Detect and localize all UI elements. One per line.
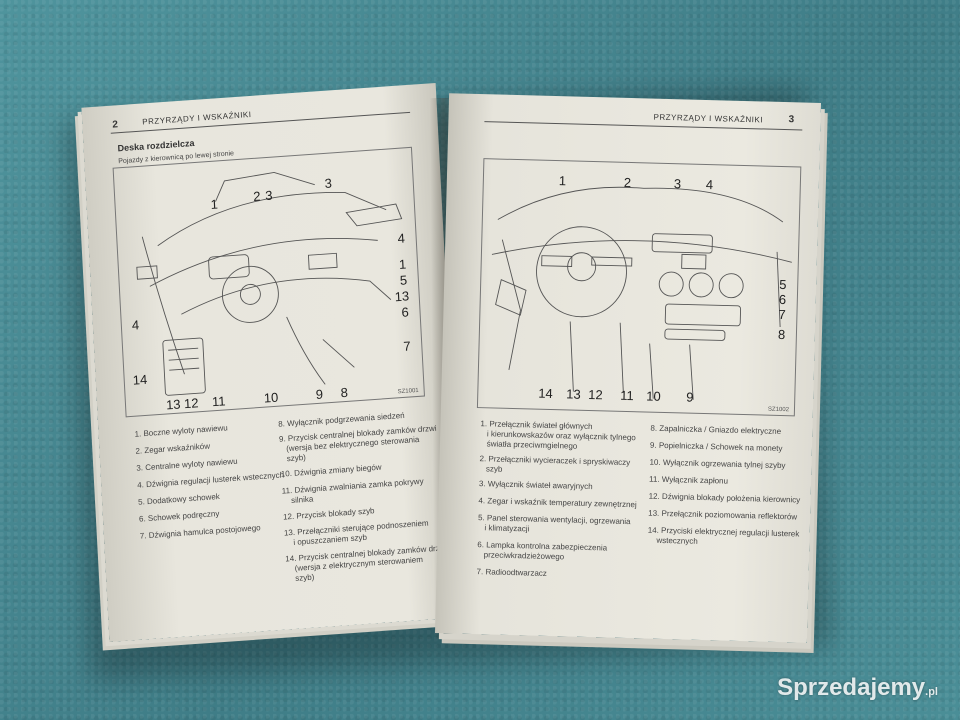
left-item-4: 4. Dźwignia regulacji lusterek wstecznyc…	[137, 470, 285, 490]
dashboard-illustration-left	[136, 171, 403, 396]
callout-r10: 10	[646, 388, 661, 404]
right-item-6: 6. Lampka kontrolna zabezpieczenia przec…	[476, 540, 608, 562]
left-item-6: 6. Schowek podręczny	[138, 509, 220, 524]
left-item-10: 10. Dźwignia zmiany biegów	[280, 462, 382, 479]
callout-4: 4	[397, 230, 406, 246]
right-items-col1: 1. Przełącznik świateł głównych i kierun…	[449, 93, 821, 578]
callout-8: 8	[340, 384, 349, 401]
left-items-col1: 1. Boczne wyloty nawiewu 2. Zegar wskaźn…	[81, 83, 435, 540]
left-item-14: 14. Przycisk centralnej blokady zamków d…	[285, 543, 447, 583]
right-item-14: 14. Przyciski elektrycznej regulacji lus…	[647, 525, 800, 546]
right-figure-code: SZ1002	[767, 406, 790, 414]
callout-r3: 3	[673, 176, 682, 192]
callout-3b: 3	[324, 175, 333, 191]
left-page-title: Deska rozdzielcza	[117, 137, 195, 154]
left-page: 2 PRZYRZĄDY I WSKAŹNIKI Deska rozdzielcz…	[81, 82, 464, 643]
callout-9: 9	[315, 386, 324, 403]
right-item-12: 12. Dźwignia blokady położenia kierownic…	[648, 491, 801, 505]
right-items-col2: 8. Zapalniczka / Gniazdo elektryczne 9. …	[449, 93, 821, 546]
callout-14: 14	[132, 371, 148, 388]
callout-7: 7	[402, 338, 411, 354]
right-item-10: 10. Wyłącznik ogrzewania tylnej szyby	[649, 457, 786, 471]
right-item-2: 2. Przełączniki wycieraczek i spryskiwac…	[479, 454, 631, 474]
left-item-3: 3. Centralne wyloty nawiewu	[136, 456, 238, 473]
callout-r11: 11	[620, 387, 634, 404]
callout-11: 11	[211, 393, 226, 410]
callout-r14: 14	[538, 385, 553, 402]
callout-r5: 5	[779, 276, 787, 293]
watermark-suffix: .pl	[925, 686, 938, 698]
right-item-8: 8. Zapalniczka / Gniazdo elektryczne	[650, 423, 782, 437]
callout-5: 5	[399, 272, 408, 288]
callout-1: 1	[210, 196, 219, 212]
left-item-12: 12. Przycisk blokady szyb	[282, 506, 375, 522]
left-item-13: 13. Przełączniki sterujące podnoszeniem …	[283, 518, 429, 548]
callout-r2: 2	[623, 174, 632, 191]
right-page: PRZYRZĄDY I WSKAŹNIKI 3	[434, 93, 822, 643]
callout-3: 3	[264, 187, 273, 204]
right-page-header: PRZYRZĄDY I WSKAŹNIKI	[653, 112, 764, 125]
right-item-5: 5. Panel sterowania wentylacji, ogrzewan…	[477, 513, 631, 534]
callout-4b: 4	[131, 317, 140, 333]
watermark-brand: Sprzedajemy	[777, 674, 926, 701]
callout-r4: 4	[705, 176, 714, 193]
left-item-5: 5. Dodatkowy schowek	[137, 491, 221, 507]
right-page-number: 3	[788, 114, 795, 126]
right-item-1: 1. Przełącznik świateł głównych i kierun…	[479, 419, 636, 451]
right-item-4: 4. Zegar i wskaźnik temperatury zewnętrz…	[478, 496, 637, 510]
left-item-1: 1. Boczne wyloty nawiewu	[134, 423, 228, 439]
left-item-2: 2. Zegar wskaźników	[135, 441, 211, 456]
callout-r8: 8	[777, 326, 786, 343]
callout-13b: 13	[165, 396, 181, 413]
right-item-13: 13. Przełącznik poziomowania reflektorów	[648, 508, 798, 522]
right-item-9: 9. Popielniczka / Schowek na monety	[649, 440, 783, 454]
right-item-11: 11. Wyłącznik zapłonu	[648, 474, 729, 486]
callout-r12: 12	[588, 386, 603, 403]
left-item-11: 11. Dźwignia zwalniania zamka pokrywy si…	[281, 476, 424, 506]
callout-r13: 13	[566, 386, 581, 402]
left-item-9: 9. Przycisk centralnej blokady zamków dr…	[278, 423, 437, 464]
dashboard-illustration-right	[491, 186, 792, 400]
left-item-7: 7. Dźwignia hamulca postojowego	[139, 523, 261, 541]
callout-r1: 1	[558, 173, 567, 189]
left-page-number: 2	[112, 119, 119, 131]
callout-10: 10	[263, 389, 279, 406]
callout-r9: 9	[686, 389, 694, 405]
right-item-3: 3. Wyłącznik świateł awaryjnych	[478, 479, 593, 492]
callout-12: 12	[183, 395, 199, 412]
left-items-col2: 8. Wyłącznik podgrzewania siedzeń 9. Prz…	[81, 83, 447, 583]
watermark-logo: Sprzedajemy.pl	[777, 674, 938, 702]
callout-13: 13	[394, 288, 410, 305]
left-figure-frame: 1 2 3 3 4 1 5 13 6 7 4 14 13 12 11 10 9 …	[112, 146, 425, 418]
right-item-7: 7. Radioodtwarzacz	[476, 567, 547, 578]
callout-1b: 1	[398, 256, 407, 272]
callout-r6: 6	[778, 291, 787, 308]
callout-r7: 7	[778, 306, 786, 323]
right-figure-frame: 1 2 3 4 5 6 7 8 14 13 12 11 10 9 SZ1002	[476, 158, 802, 417]
callout-2: 2	[252, 188, 261, 204]
callout-6: 6	[401, 304, 410, 320]
